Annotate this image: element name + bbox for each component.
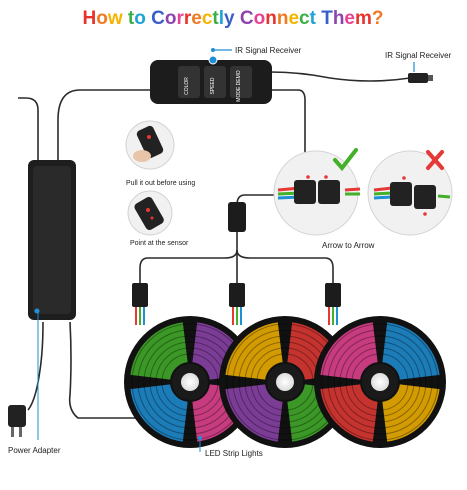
remote-point-sensor (127, 190, 173, 236)
connector-correct (273, 150, 361, 236)
splitter (228, 202, 246, 232)
cables (18, 71, 411, 419)
connector-wrong (367, 150, 453, 236)
led-reel (124, 316, 256, 448)
controller: COLOR SPEED MODE DEMO (150, 55, 272, 104)
led-reels (124, 316, 446, 448)
pull-out-label: Pull it out before using (126, 180, 195, 187)
led-reel (219, 316, 351, 448)
strip-wires (135, 307, 338, 325)
controller-color-label: COLOR (184, 77, 190, 95)
remote-pull-out (125, 120, 175, 170)
arrow-to-arrow-label: Arrow to Arrow (322, 241, 375, 250)
controller-speed-label: SPEED (210, 77, 216, 94)
led-reel (314, 316, 446, 448)
ir-receiver-label-top: IR Signal Receiver (235, 46, 302, 55)
led-strip-label: LED Strip Lights (205, 449, 263, 458)
strip-connectors (132, 283, 341, 307)
power-adapter-label: Power Adapter (8, 446, 61, 455)
ir-receiver-label-right: IR Signal Receiver (385, 51, 452, 60)
controller-mode-label: MODE DEMO (236, 70, 242, 102)
point-sensor-label: Point at the sensor (130, 240, 189, 247)
power-adapter (28, 160, 76, 320)
ir-receiver-right (408, 73, 433, 83)
check-icon (333, 148, 358, 172)
cross-icon (426, 150, 444, 170)
page-title: How to Correctly Connect Them? (82, 8, 383, 29)
power-plug (8, 405, 26, 437)
